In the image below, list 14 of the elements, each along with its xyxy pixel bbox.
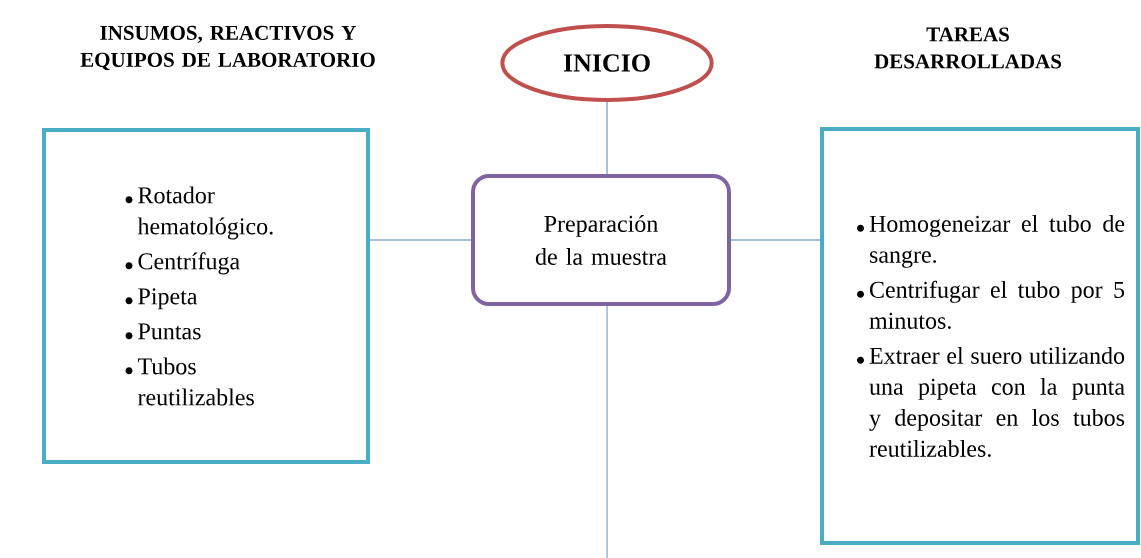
node-label: Centrífuga (138, 252, 240, 275)
node-label: Puntas (138, 323, 201, 340)
heading-text: TAREAS DESARROLLADAS (874, 27, 1062, 69)
connector-line (730, 239, 821, 241)
connector-line (606, 305, 608, 558)
node-label: Pipeta (138, 288, 198, 310)
connector-line (606, 101, 608, 175)
heading-text: INSUMOS, REACTIVOS Y EQUIPOS DE LABORATORIO (80, 25, 375, 71)
process-box: Preparación de la muestra (471, 174, 731, 306)
node-label: Rotador hematológico. (137, 186, 273, 240)
list-box: Homogeneizar el tubo de sangre. Centrifugar el tubo por 5 minutos. Extraer el suero utilizando una pipeta con la punta y depositar en los tubos reutilizables. (820, 127, 1140, 545)
list-box: Rotador hematológico. Centrífuga Pipeta Puntas Tubos reutilizables (42, 128, 370, 464)
connector-line (369, 239, 472, 241)
node-label: Tubos reutilizables (137, 357, 254, 406)
